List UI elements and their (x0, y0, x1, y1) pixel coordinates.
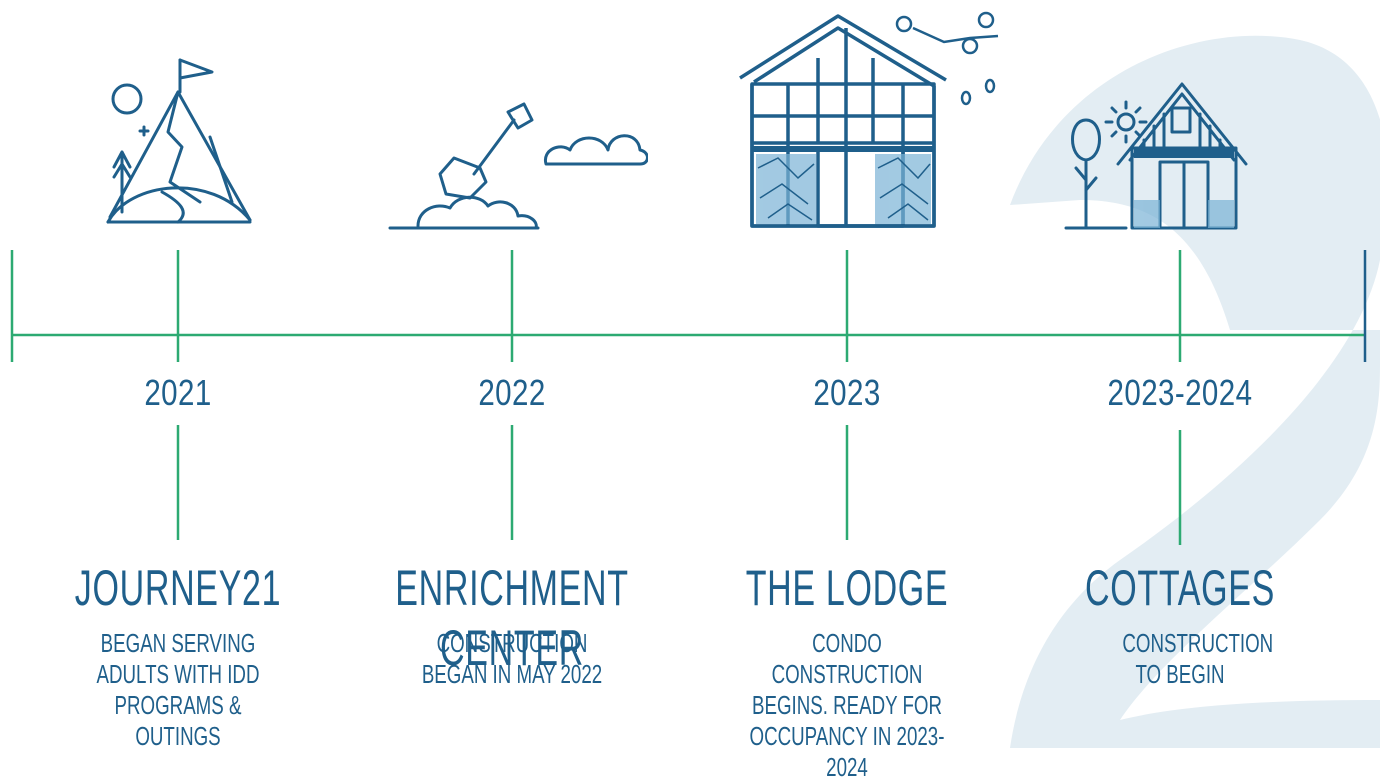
year-label-2022: 2022 (478, 372, 546, 413)
year-label-2023-2024: 2023-2024 (1107, 372, 1253, 413)
milestone-title-the-lodge: THE LODGE (745, 560, 949, 616)
year-label-2023: 2023 (813, 372, 881, 413)
lodge-building-icon (739, 11, 999, 228)
milestone-description-journey21: BEGAN SERVING ADULTS WITH IDD PROGRAMS &… (96, 628, 260, 751)
shovel-dirt-icon (388, 102, 648, 230)
milestone-description-enrichment-center: CONSTRUCTION BEGAN IN MAY 2022 (421, 628, 603, 689)
background-numeral-shape (1010, 35, 1380, 748)
milestone-title-journey21: JOURNEY21 (74, 560, 282, 616)
milestone-description-cottages: CONSTRUCTION TO BEGIN (1122, 628, 1274, 689)
mountain-flag-icon (106, 58, 252, 224)
milestone-title-enrichment-center: ENRICHMENT CENTER (395, 560, 629, 676)
background-numeral-decoration (1010, 35, 1380, 748)
milestone-description-the-lodge: CONDO CONSTRUCTION BEGINS. READY FOR OCC… (749, 628, 945, 782)
year-label-2021: 2021 (144, 372, 212, 413)
milestone-title-cottages: COTTAGES (1085, 560, 1275, 616)
cottage-house-icon (1064, 82, 1248, 230)
timeline (10, 250, 1367, 545)
